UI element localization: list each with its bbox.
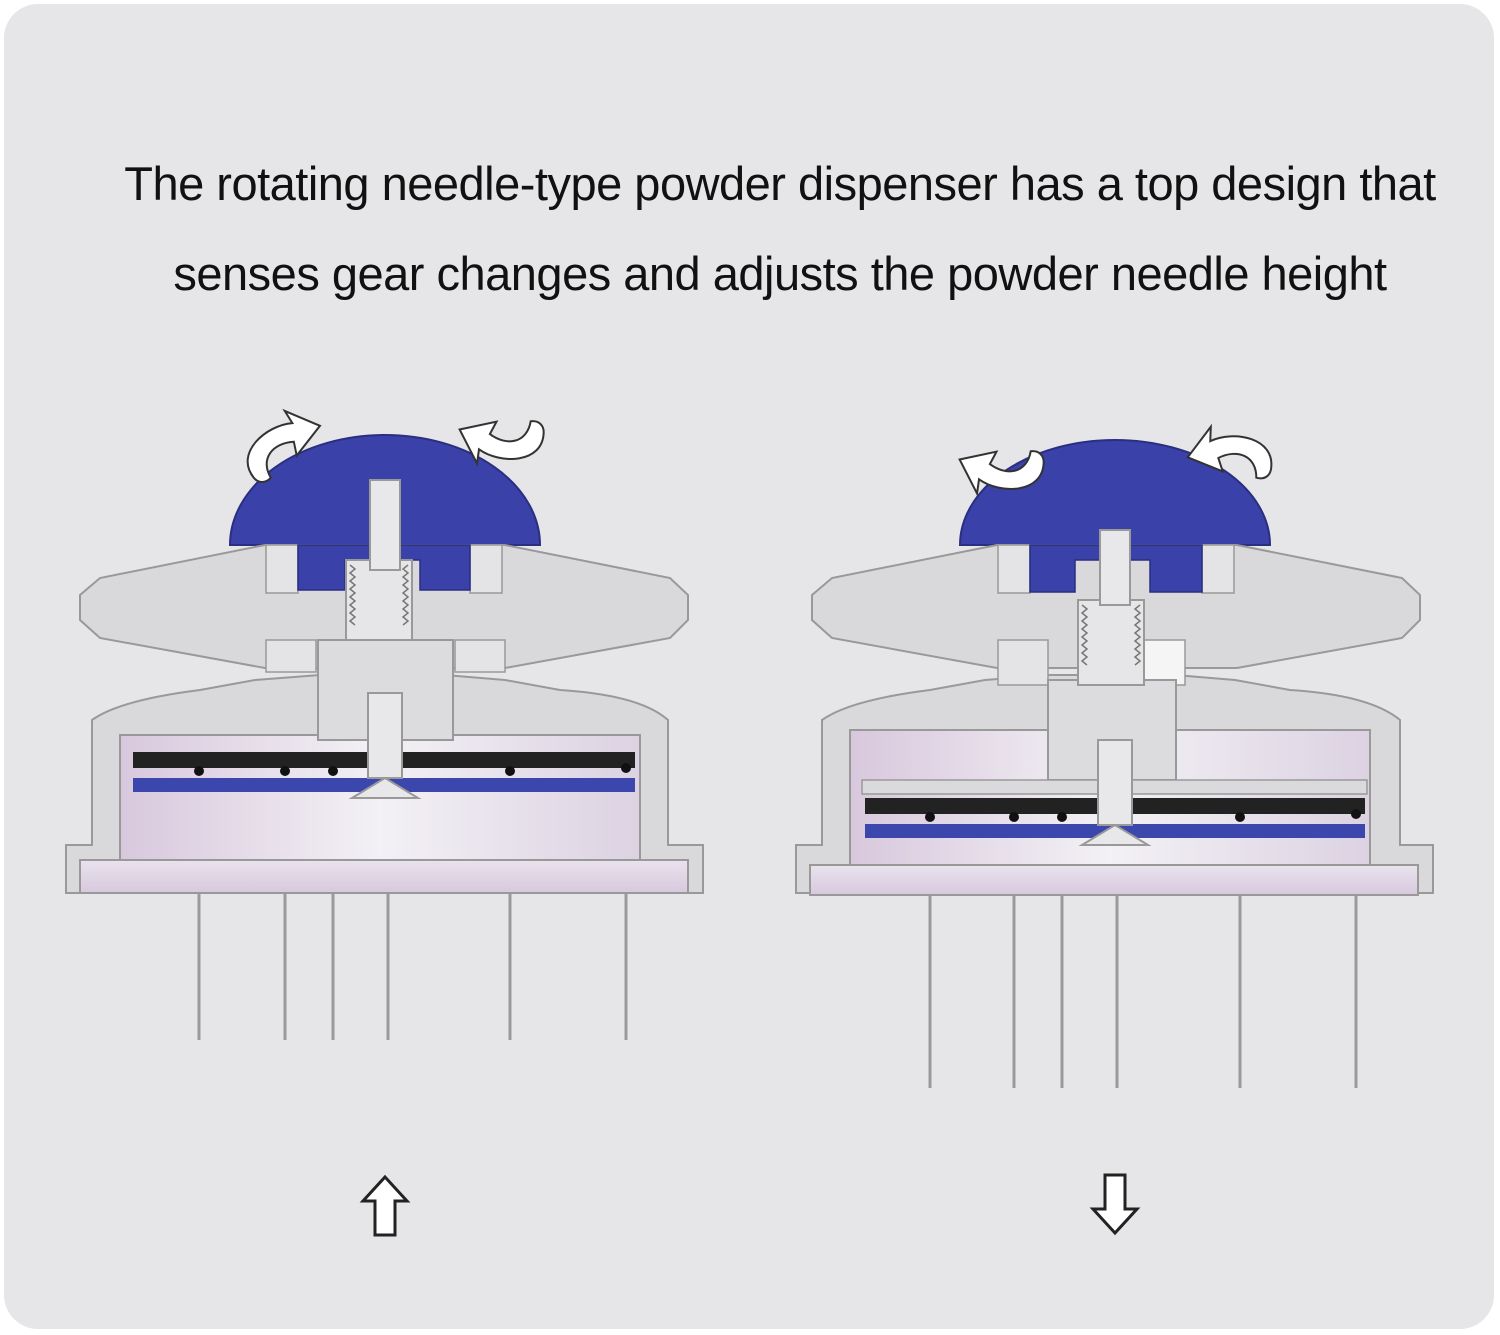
- headline-line-2: senses gear changes and adjusts the powd…: [173, 247, 1387, 300]
- up-arrow-icon: [361, 1175, 409, 1237]
- down-arrow-icon: [1091, 1173, 1139, 1235]
- headline-line-1: The rotating needle-type powder dispense…: [124, 157, 1436, 210]
- left-dispenser: [65, 396, 704, 1237]
- right-dispenser: [795, 416, 1434, 1235]
